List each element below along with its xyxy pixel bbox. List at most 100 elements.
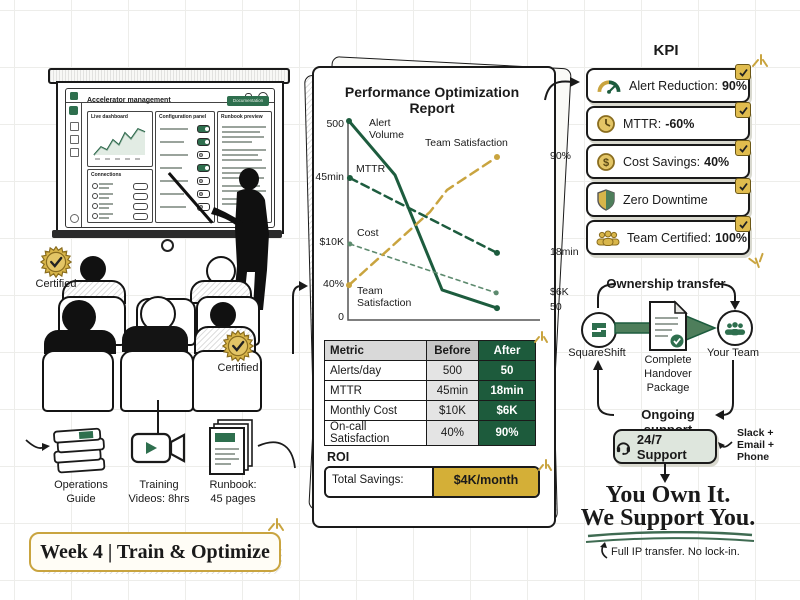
tagline-underline	[585, 531, 755, 543]
end-label: 90%	[550, 150, 572, 162]
kpi-title: KPI	[653, 42, 679, 59]
sparkle-icon	[752, 54, 768, 67]
connector-into-books	[25, 439, 50, 451]
footnote-arrow	[600, 542, 608, 559]
your-team-label: Your Team	[707, 347, 759, 359]
week-banner: Week 4 | Train & Optimize	[29, 532, 281, 572]
your-team-node	[717, 310, 753, 346]
kpi-value: 100%	[715, 230, 748, 245]
table-header-row: Metric Before After	[324, 340, 536, 361]
tagline-line2: We Support You.	[580, 505, 756, 531]
shield-icon	[596, 188, 616, 211]
ownership-transfer-title: Ownership transfer	[606, 276, 726, 291]
checkbox-checked-icon[interactable]	[735, 140, 751, 156]
total-savings-value: $4K/month	[434, 468, 538, 496]
y-label: $10K	[319, 236, 344, 248]
bracket-right-arrow	[717, 283, 740, 310]
dollar-icon: $	[596, 152, 616, 172]
certified-badge-icon	[222, 330, 254, 362]
support-button[interactable]: 24/7 Support	[613, 429, 717, 464]
report-to-kpi-arrow	[544, 77, 580, 101]
series-label: MTTR	[356, 163, 386, 175]
kpi-label: Team Certified:	[627, 230, 712, 245]
screen-pull-ring	[161, 239, 174, 252]
people-icon	[724, 321, 746, 335]
kpi-card-cost-savings: $ Cost Savings:40%	[586, 140, 751, 179]
y-origin-label: 0	[338, 311, 344, 323]
toggle-on[interactable]	[197, 164, 210, 172]
mini-line-chart	[93, 128, 146, 160]
roi-label: ROI	[327, 450, 350, 464]
squareshift-node	[581, 312, 617, 348]
table-row: Monthly Cost$10K$6K	[324, 400, 536, 421]
audience-member-head	[80, 256, 106, 282]
documentation-button[interactable]: Documentation	[227, 96, 269, 106]
chair	[42, 350, 114, 412]
panel-live-dashboard: Live dashboard	[87, 111, 153, 167]
y-label: 45min	[315, 171, 344, 183]
toggle-off[interactable]	[197, 151, 210, 159]
checkbox-checked-icon[interactable]	[735, 216, 751, 232]
books-stack-icon	[53, 427, 106, 474]
toggle-on[interactable]	[197, 125, 210, 133]
certified-label: Certified	[217, 362, 259, 374]
kpi-card-alert-reduction: Alert Reduction:90%	[586, 64, 751, 103]
dashboard-title: Accelerator management	[87, 97, 171, 104]
end-label: $6K	[550, 286, 569, 298]
presenter-silhouette	[211, 168, 269, 310]
team-icon	[596, 230, 620, 246]
kpi-card-team-certified: Team Certified:100%	[586, 216, 751, 255]
toggle-off[interactable]	[197, 190, 210, 198]
deliverable-label: Operations Guide	[54, 479, 108, 505]
clock-icon	[596, 114, 616, 134]
checkbox-checked-icon[interactable]	[735, 178, 751, 194]
squareshift-logo-icon	[592, 323, 606, 337]
total-savings-bar: Total Savings: $4K/month	[324, 466, 540, 498]
y-label: 500	[326, 118, 344, 130]
sidebar-item-active[interactable]	[69, 106, 78, 115]
sparkle-icon	[538, 459, 552, 471]
svg-text:$: $	[603, 157, 609, 169]
panel-configuration: Configuration panel	[155, 111, 215, 223]
handover-doc-icon	[649, 300, 688, 351]
connection-action-button[interactable]	[133, 213, 148, 220]
series-label: Cost	[357, 227, 379, 239]
gear-icon[interactable]	[70, 214, 79, 223]
report-card	[312, 66, 556, 528]
support-button-label: 24/7 Support	[636, 431, 687, 462]
sidebar-item[interactable]	[70, 122, 79, 131]
support-loop-right	[715, 360, 734, 420]
kpi-value: 90%	[721, 78, 747, 93]
deliverable-label: Runbook: 45 pages	[209, 479, 257, 505]
toggle-on[interactable]	[197, 138, 210, 146]
audience-member-head	[62, 300, 96, 334]
squareshift-logo-icon	[70, 91, 78, 100]
support-loop-left	[593, 360, 615, 416]
kpi-label: Alert Reduction:	[629, 78, 718, 93]
sidebar-item[interactable]	[70, 135, 79, 144]
scene-to-report-arrow	[292, 281, 308, 354]
footnote: Full IP transfer. No lock-in.	[611, 546, 740, 558]
sidebar-item[interactable]	[70, 148, 79, 157]
checkbox-checked-icon[interactable]	[735, 64, 751, 80]
connector-from-runbook	[257, 441, 296, 469]
connection-action-button[interactable]	[133, 203, 148, 210]
end-label: 50	[550, 301, 562, 313]
toggle-off[interactable]	[197, 177, 210, 185]
projector-screen-bottombar	[52, 230, 282, 238]
kpi-label: Cost Savings:	[623, 154, 701, 169]
deliverable-label: Training Videos: 8hrs	[128, 479, 190, 505]
certified-badge-icon	[40, 246, 72, 278]
down-arrow	[660, 463, 670, 483]
headset-icon	[616, 441, 630, 455]
kpi-value: -60%	[665, 116, 695, 131]
connection-action-button[interactable]	[133, 193, 148, 200]
end-label: 18min	[550, 246, 579, 258]
checkbox-checked-icon[interactable]	[735, 102, 751, 118]
certified-label: Certified	[35, 278, 77, 290]
connection-action-button[interactable]	[133, 183, 148, 190]
